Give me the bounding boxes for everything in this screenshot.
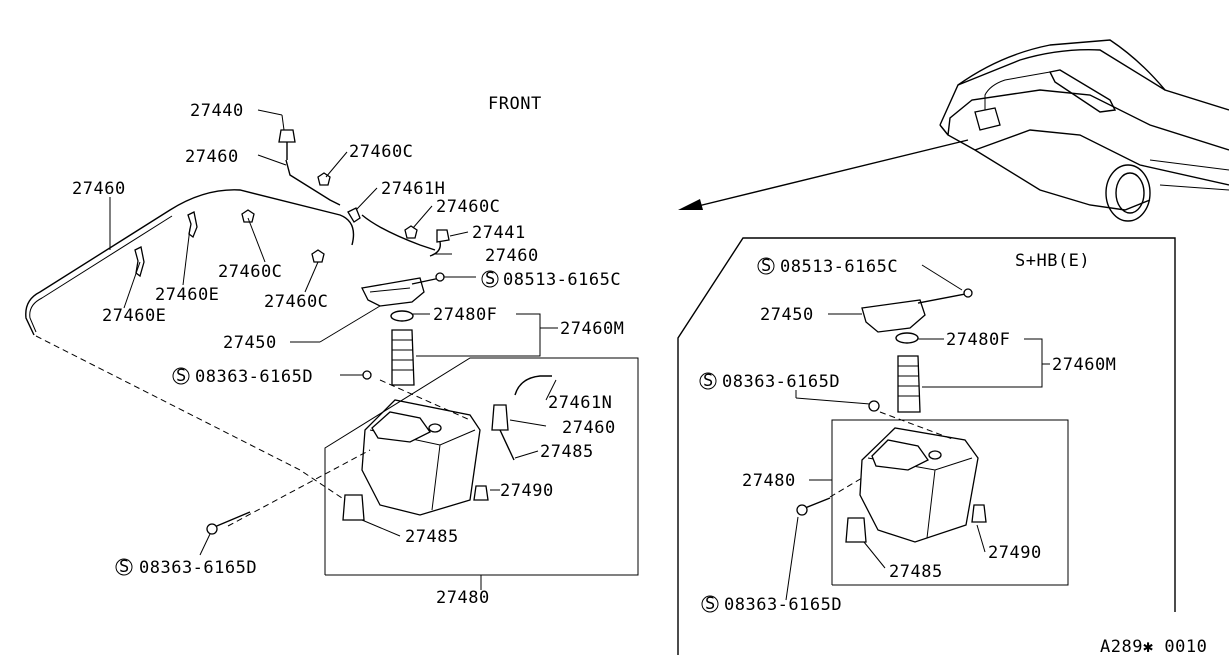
svg-text:08363-6165D: 08363-6165D	[724, 595, 842, 615]
left-leaders	[109, 109, 639, 590]
right-leaders	[785, 264, 1069, 601]
svg-text:08513-6165C: 08513-6165C	[503, 270, 621, 290]
part-27450-left: 27450	[223, 333, 277, 353]
part-27460-left: 27460	[72, 179, 126, 199]
part-27485-lower: 27485	[405, 527, 459, 547]
part-27480-right: 27480	[742, 471, 796, 491]
svg-text:08363-6165D: 08363-6165D	[195, 367, 313, 387]
part-27485-right: 27485	[889, 562, 943, 582]
svg-text:08363-6165D: 08363-6165D	[139, 558, 257, 578]
part-27460c-d: 27460C	[264, 292, 328, 312]
part-27461n: 27461N	[548, 393, 612, 413]
part-08513-left: S 08513-6165C	[481, 269, 621, 290]
part-27460m-right: 27460M	[1052, 355, 1116, 375]
part-08363-upper-left: S 08363-6165D	[172, 366, 313, 387]
svg-text:S: S	[761, 256, 772, 276]
part-08363-upper-right: S 08363-6165D	[699, 371, 840, 392]
part-27480f-right: 27480F	[946, 330, 1010, 350]
svg-text:08513-6165C: 08513-6165C	[780, 257, 898, 277]
svg-text:S: S	[705, 594, 716, 614]
part-27441: 27441	[472, 223, 526, 243]
part-27460e-a: 27460E	[155, 285, 219, 305]
part-27460c-c: 27460C	[218, 262, 282, 282]
part-27460c-a: 27460C	[349, 142, 413, 162]
part-27450-right: 27450	[760, 305, 814, 325]
right-tank-assembly	[796, 288, 987, 543]
part-27490-right: 27490	[988, 543, 1042, 563]
part-27460-top: 27460	[185, 147, 239, 167]
svg-text:S: S	[703, 371, 714, 391]
part-08363-lower-left: S 08363-6165D	[115, 557, 257, 578]
pointer-arrow	[678, 139, 969, 210]
svg-text:S: S	[119, 557, 130, 577]
part-27460-pump: 27460	[562, 418, 616, 438]
part-27460c-b: 27460C	[436, 197, 500, 217]
part-27460-mid: 27460	[485, 246, 539, 266]
diagram-code: A289✱ 0010	[1100, 637, 1207, 657]
svg-text:08363-6165D: 08363-6165D	[722, 372, 840, 392]
part-27490-left: 27490	[500, 481, 554, 501]
right-panel-frame	[677, 237, 1176, 655]
part-08363-lower-right: S 08363-6165D	[701, 594, 842, 615]
s-symbol: S	[485, 269, 496, 289]
part-27480-left: 27480	[436, 588, 490, 608]
part-27460e-b: 27460E	[102, 306, 166, 326]
car-front-illustration	[939, 39, 1229, 222]
part-08513-right: S 08513-6165C	[757, 256, 898, 277]
part-27480f-left: 27480F	[433, 305, 497, 325]
front-label: FRONT	[488, 94, 542, 114]
left-tank-assembly	[35, 272, 552, 535]
part-27440: 27440	[190, 101, 244, 121]
part-27461h: 27461H	[381, 179, 445, 199]
svg-text:S: S	[176, 366, 187, 386]
variant-label: S+HB(E)	[1015, 251, 1090, 271]
part-27460m-left: 27460M	[560, 319, 624, 339]
part-27485-upper: 27485	[540, 442, 594, 462]
